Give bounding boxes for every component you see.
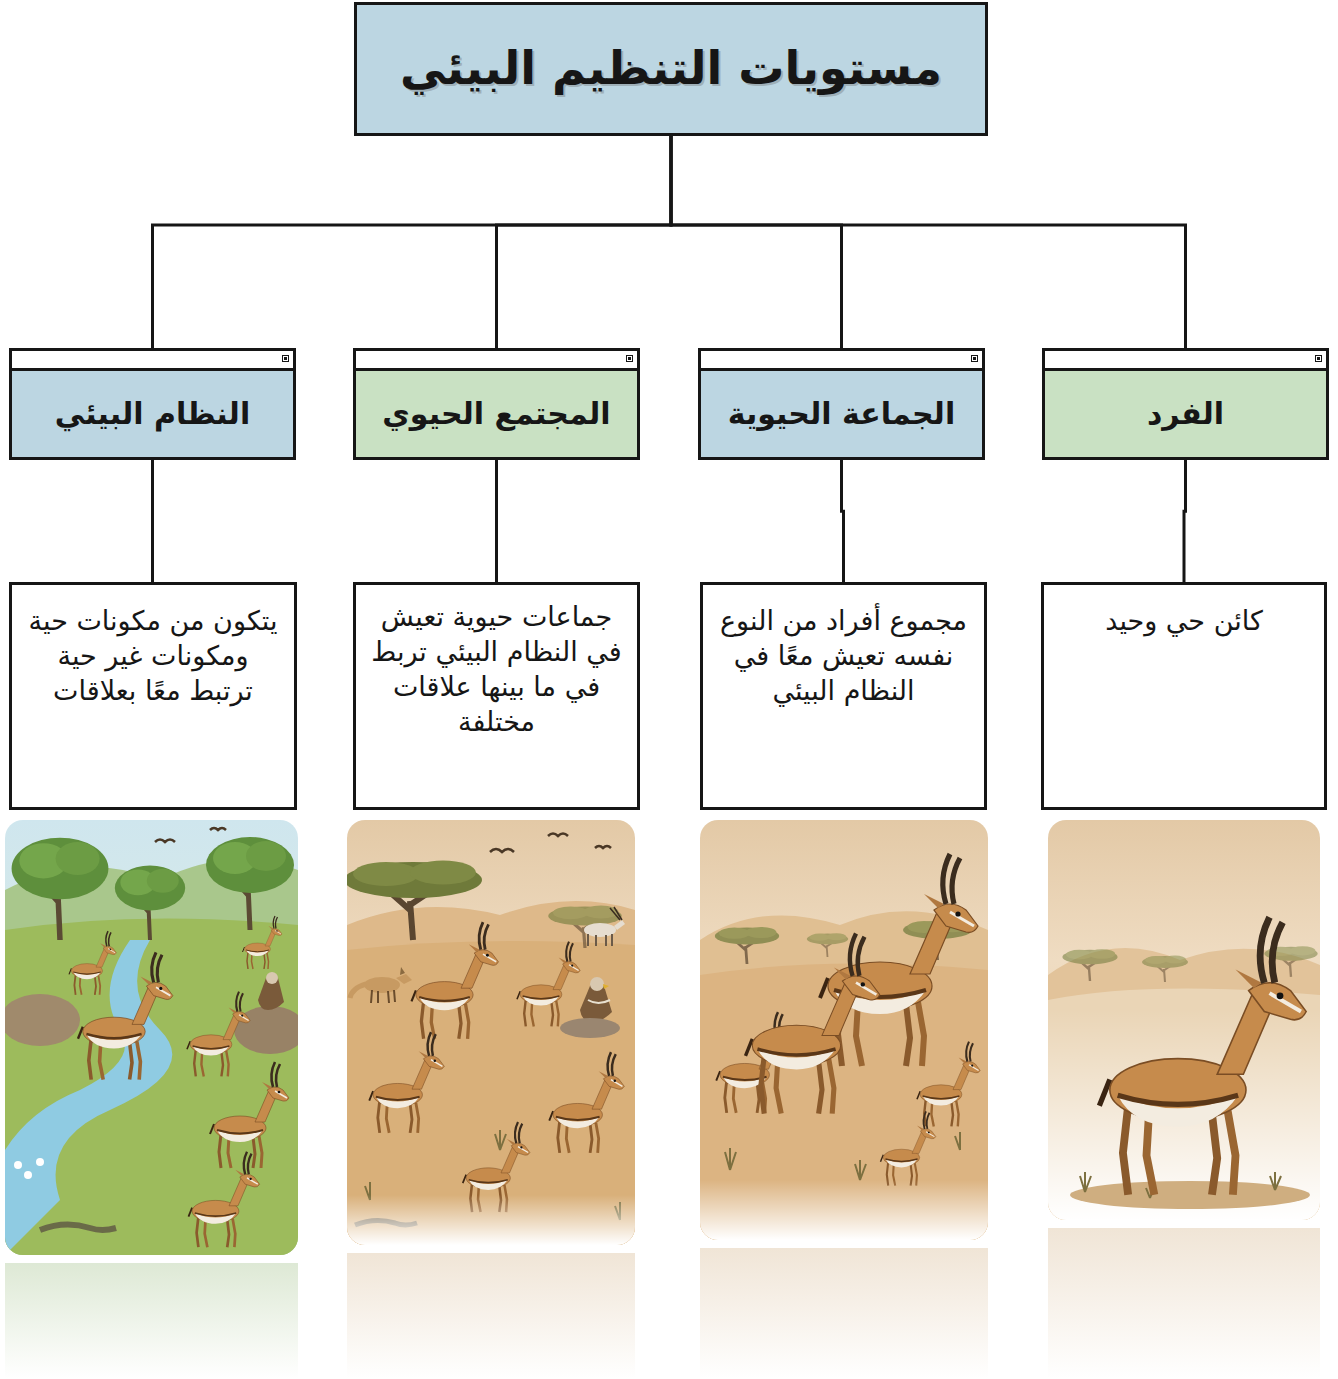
river [5, 940, 172, 1255]
gazelle [69, 931, 116, 995]
definition-box: مجموع أفراد من النوع نفسه تعيش معًا في ا… [700, 582, 987, 810]
acacia-tree [807, 933, 848, 957]
tree-connector [842, 460, 844, 582]
tree-connector [153, 136, 672, 348]
sand [347, 941, 635, 1245]
level-header: المجتمع الحيوي [353, 348, 640, 460]
gazelle [412, 922, 499, 1039]
definition-box: يتكون من مكونات حية ومكونات غير حية ترتب… [9, 582, 297, 810]
tree-connector [671, 136, 1186, 348]
gazelle [881, 1111, 936, 1185]
gazelle [746, 933, 880, 1113]
lizard [40, 1224, 116, 1230]
birds [490, 834, 611, 853]
ecosystem-scene [5, 820, 298, 1255]
header-text: الجماعة الحيوية [711, 394, 972, 433]
reflection [700, 1248, 988, 1379]
title-text: مستويات التنظيم البيئي [367, 39, 975, 99]
reflection [1048, 1228, 1320, 1379]
definition-text: جماعات حيوية تعيش في النظام البيئي تربط … [366, 599, 627, 739]
title-box: مستويات التنظيم البيئي [354, 2, 988, 136]
hills [5, 860, 298, 1255]
level-header: الجماعة الحيوية [698, 348, 985, 460]
sky [700, 820, 988, 1240]
tree-connector [151, 460, 154, 582]
fox [350, 967, 412, 1003]
tree-connector [495, 460, 498, 582]
birds [155, 828, 226, 842]
level-header: النظام البيئي [9, 348, 296, 460]
population-scene [700, 820, 988, 1240]
fade [700, 1180, 988, 1240]
rock [5, 994, 80, 1046]
tree [206, 837, 294, 930]
definition-box: كائن حي وحيد [1041, 582, 1327, 810]
dune [700, 911, 988, 1240]
fade [347, 1195, 635, 1245]
gazelle [189, 1152, 260, 1247]
gazelle [517, 942, 580, 1027]
window-strip [701, 351, 982, 371]
flowers [14, 1158, 44, 1179]
definition-text: كائن حي وحيد [1054, 603, 1314, 638]
tree-connector [1184, 460, 1186, 582]
acacia-tree [347, 861, 482, 941]
window-icon [626, 355, 633, 362]
header-text: المجتمع الحيوي [366, 394, 627, 433]
text-stack: جماعات حيوية تعيش في النظام البيئي تربط … [366, 599, 627, 739]
gazelle [820, 854, 978, 1066]
gazelle [917, 1042, 980, 1127]
text-stack: مستويات التنظيم البيئي [367, 39, 975, 99]
text-stack: مجموع أفراد من النوع نفسه تعيش معًا في ا… [713, 603, 974, 708]
window-strip [1045, 351, 1326, 371]
acacia-tree [715, 927, 779, 964]
text-stack: المجتمع الحيوي [366, 394, 627, 433]
falcon [560, 977, 620, 1038]
text-stack: يتكون من مكونات حية ومكونات غير حية ترتب… [22, 603, 284, 708]
window-icon [971, 355, 978, 362]
window-icon [282, 355, 289, 362]
level-header: الفرد [1042, 348, 1329, 460]
gazelle [369, 1032, 444, 1133]
meadow [5, 919, 298, 1255]
community-scene [347, 820, 635, 1245]
gazelle [78, 952, 173, 1079]
tree [12, 838, 109, 940]
header-text: النظام البيئي [22, 394, 283, 433]
tree [115, 866, 185, 940]
gazelle [210, 1062, 289, 1168]
header-text: الفرد [1055, 394, 1316, 433]
individual-scene [1048, 820, 1320, 1220]
acacia-tree [548, 906, 622, 948]
definition-box: جماعات حيوية تعيش في النظام البيئي تربط … [353, 582, 640, 810]
definition-text: مجموع أفراد من النوع نفسه تعيش معًا في ا… [713, 603, 974, 708]
text-stack: الفرد [1055, 394, 1316, 433]
sky [1048, 820, 1320, 1220]
text-stack: كائن حي وحيد [1054, 603, 1314, 638]
text-stack: الجماعة الحيوية [711, 394, 972, 433]
tree-connector [671, 136, 842, 348]
tree-connector [497, 136, 672, 348]
window-strip [356, 351, 637, 371]
gazelle [549, 1052, 624, 1153]
acacia-tree [1142, 956, 1188, 983]
definition-text: يتكون من مكونات حية ومكونات غير حية ترتب… [22, 603, 284, 708]
reflection [5, 1263, 298, 1379]
dune [347, 901, 635, 1245]
acacia-tree [1062, 949, 1117, 981]
text-stack: النظام البيئي [22, 394, 283, 433]
gazelle [187, 992, 250, 1077]
reflection [347, 1253, 635, 1379]
oryx [584, 907, 625, 946]
gazelle [1099, 917, 1306, 1195]
window-icon [1315, 355, 1322, 362]
window-strip [12, 351, 293, 371]
gazelle [243, 916, 283, 969]
falcon [258, 972, 284, 1010]
grass-tufts [1080, 1172, 1281, 1198]
